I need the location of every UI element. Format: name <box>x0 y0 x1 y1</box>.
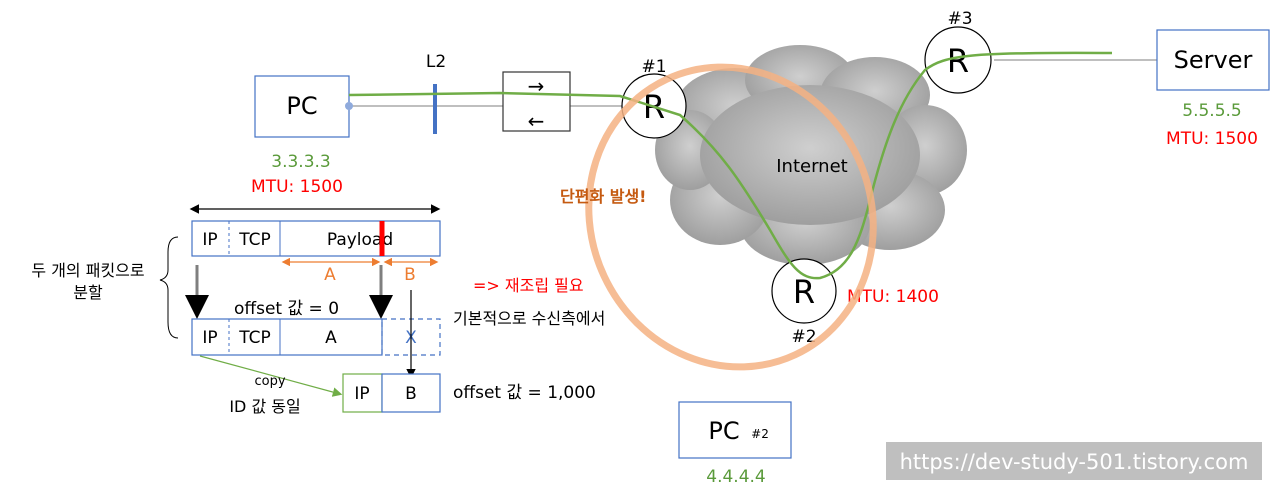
packet-ip: IP <box>202 230 217 250</box>
reassembly-note: => 재조립 필요 <box>473 276 584 295</box>
router2-tag: #2 <box>791 327 816 347</box>
router3-label: R <box>947 42 969 80</box>
fragment2-b: B <box>405 384 417 404</box>
part-a-label: A <box>324 265 336 285</box>
pc-label: PC <box>286 92 317 120</box>
fragment2: IP B <box>342 373 441 413</box>
server-label: Server <box>1174 46 1253 74</box>
router2-mtu: MTU: 1400 <box>847 287 939 307</box>
receiver-note: 기본적으로 수신측에서 <box>453 309 605 328</box>
part-b-label: B <box>404 265 416 285</box>
switch-arrow-right: → <box>528 74 545 98</box>
pc-ip: 3.3.3.3 <box>271 152 330 172</box>
packet-payload: Payload <box>327 230 393 250</box>
watermark: https://dev-study-501.tistory.com <box>886 442 1262 480</box>
fragment1-tcp: TCP <box>238 328 271 348</box>
packet-path <box>348 51 1113 280</box>
fragmentation-note: 단편화 발생! <box>560 187 646 206</box>
split-note-line1: 두 개의 패킷으로 <box>31 261 144 280</box>
original-packet: IP TCP Payload <box>191 220 441 257</box>
switch-box: → ← <box>502 71 571 133</box>
fragment2-offset: offset 값 = 1,000 <box>453 383 596 403</box>
fragment1-a: A <box>325 328 337 348</box>
router1-tag: #1 <box>641 57 666 77</box>
watermark-text: https://dev-study-501.tistory.com <box>900 450 1249 474</box>
internet-cloud: Internet <box>655 45 967 265</box>
fragment1-ip: IP <box>202 328 217 348</box>
copy-note: copy <box>254 374 285 389</box>
id-note: ID 값 동일 <box>229 397 300 416</box>
router3: R <box>924 26 992 94</box>
l2-label: L2 <box>426 52 446 72</box>
cloud-label: Internet <box>776 156 847 177</box>
server-node: Server <box>1156 29 1270 91</box>
router2: R <box>771 258 837 324</box>
fragment1: IP TCP A X <box>191 318 441 356</box>
server-mtu: MTU: 1500 <box>1166 129 1258 149</box>
pc-node: PC <box>254 75 353 138</box>
pc2-label: PC <box>708 417 739 445</box>
pc2-tag: #2 <box>751 427 769 441</box>
router3-tag: #3 <box>947 9 972 29</box>
router2-label: R <box>793 273 815 311</box>
split-brace <box>159 236 179 339</box>
split-note-line2: 분할 <box>73 283 103 302</box>
fragment1-offset: offset 값 = 0 <box>234 299 339 319</box>
fragmentation-highlight <box>585 63 877 371</box>
packet-tcp: TCP <box>238 230 271 250</box>
pc2-ip: 4.4.4.4 <box>706 467 765 487</box>
pc-mtu: MTU: 1500 <box>251 177 343 197</box>
switch-arrow-left: ← <box>528 109 545 133</box>
pc2-node: PC #2 <box>678 401 792 459</box>
fragment2-ip: IP <box>354 384 369 404</box>
server-ip: 5.5.5.5 <box>1182 101 1241 121</box>
